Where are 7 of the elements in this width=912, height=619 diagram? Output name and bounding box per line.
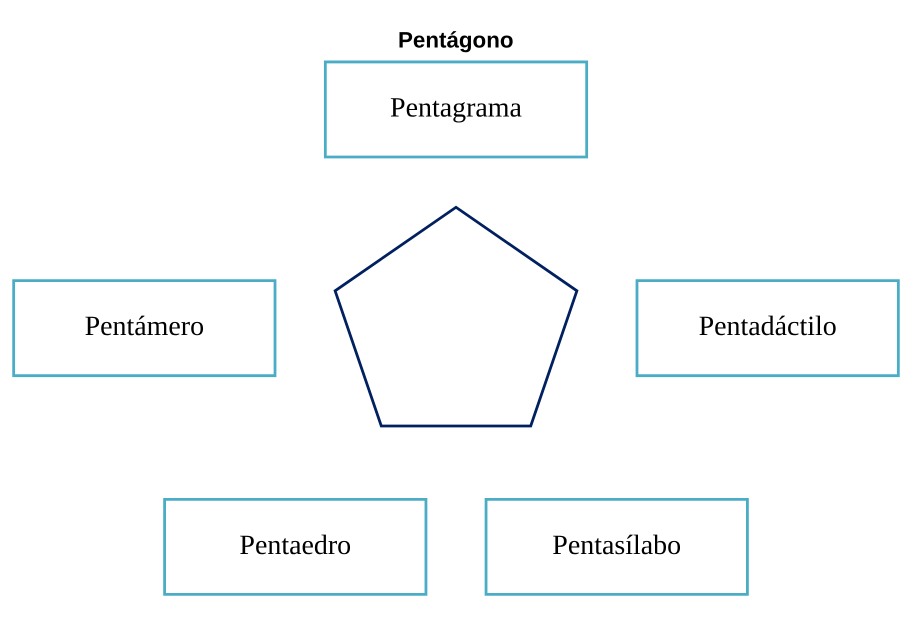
node-box: Pentagrama: [324, 60, 588, 158]
node-box: Pentaedro: [163, 497, 428, 596]
node-box: Pentámero: [12, 278, 276, 377]
node-box: Pentasílabo: [484, 497, 749, 596]
node-box: Pentadáctilo: [636, 278, 900, 377]
node-pentagon: [333, 205, 579, 427]
diagram-title: Pentágono: [398, 27, 514, 52]
